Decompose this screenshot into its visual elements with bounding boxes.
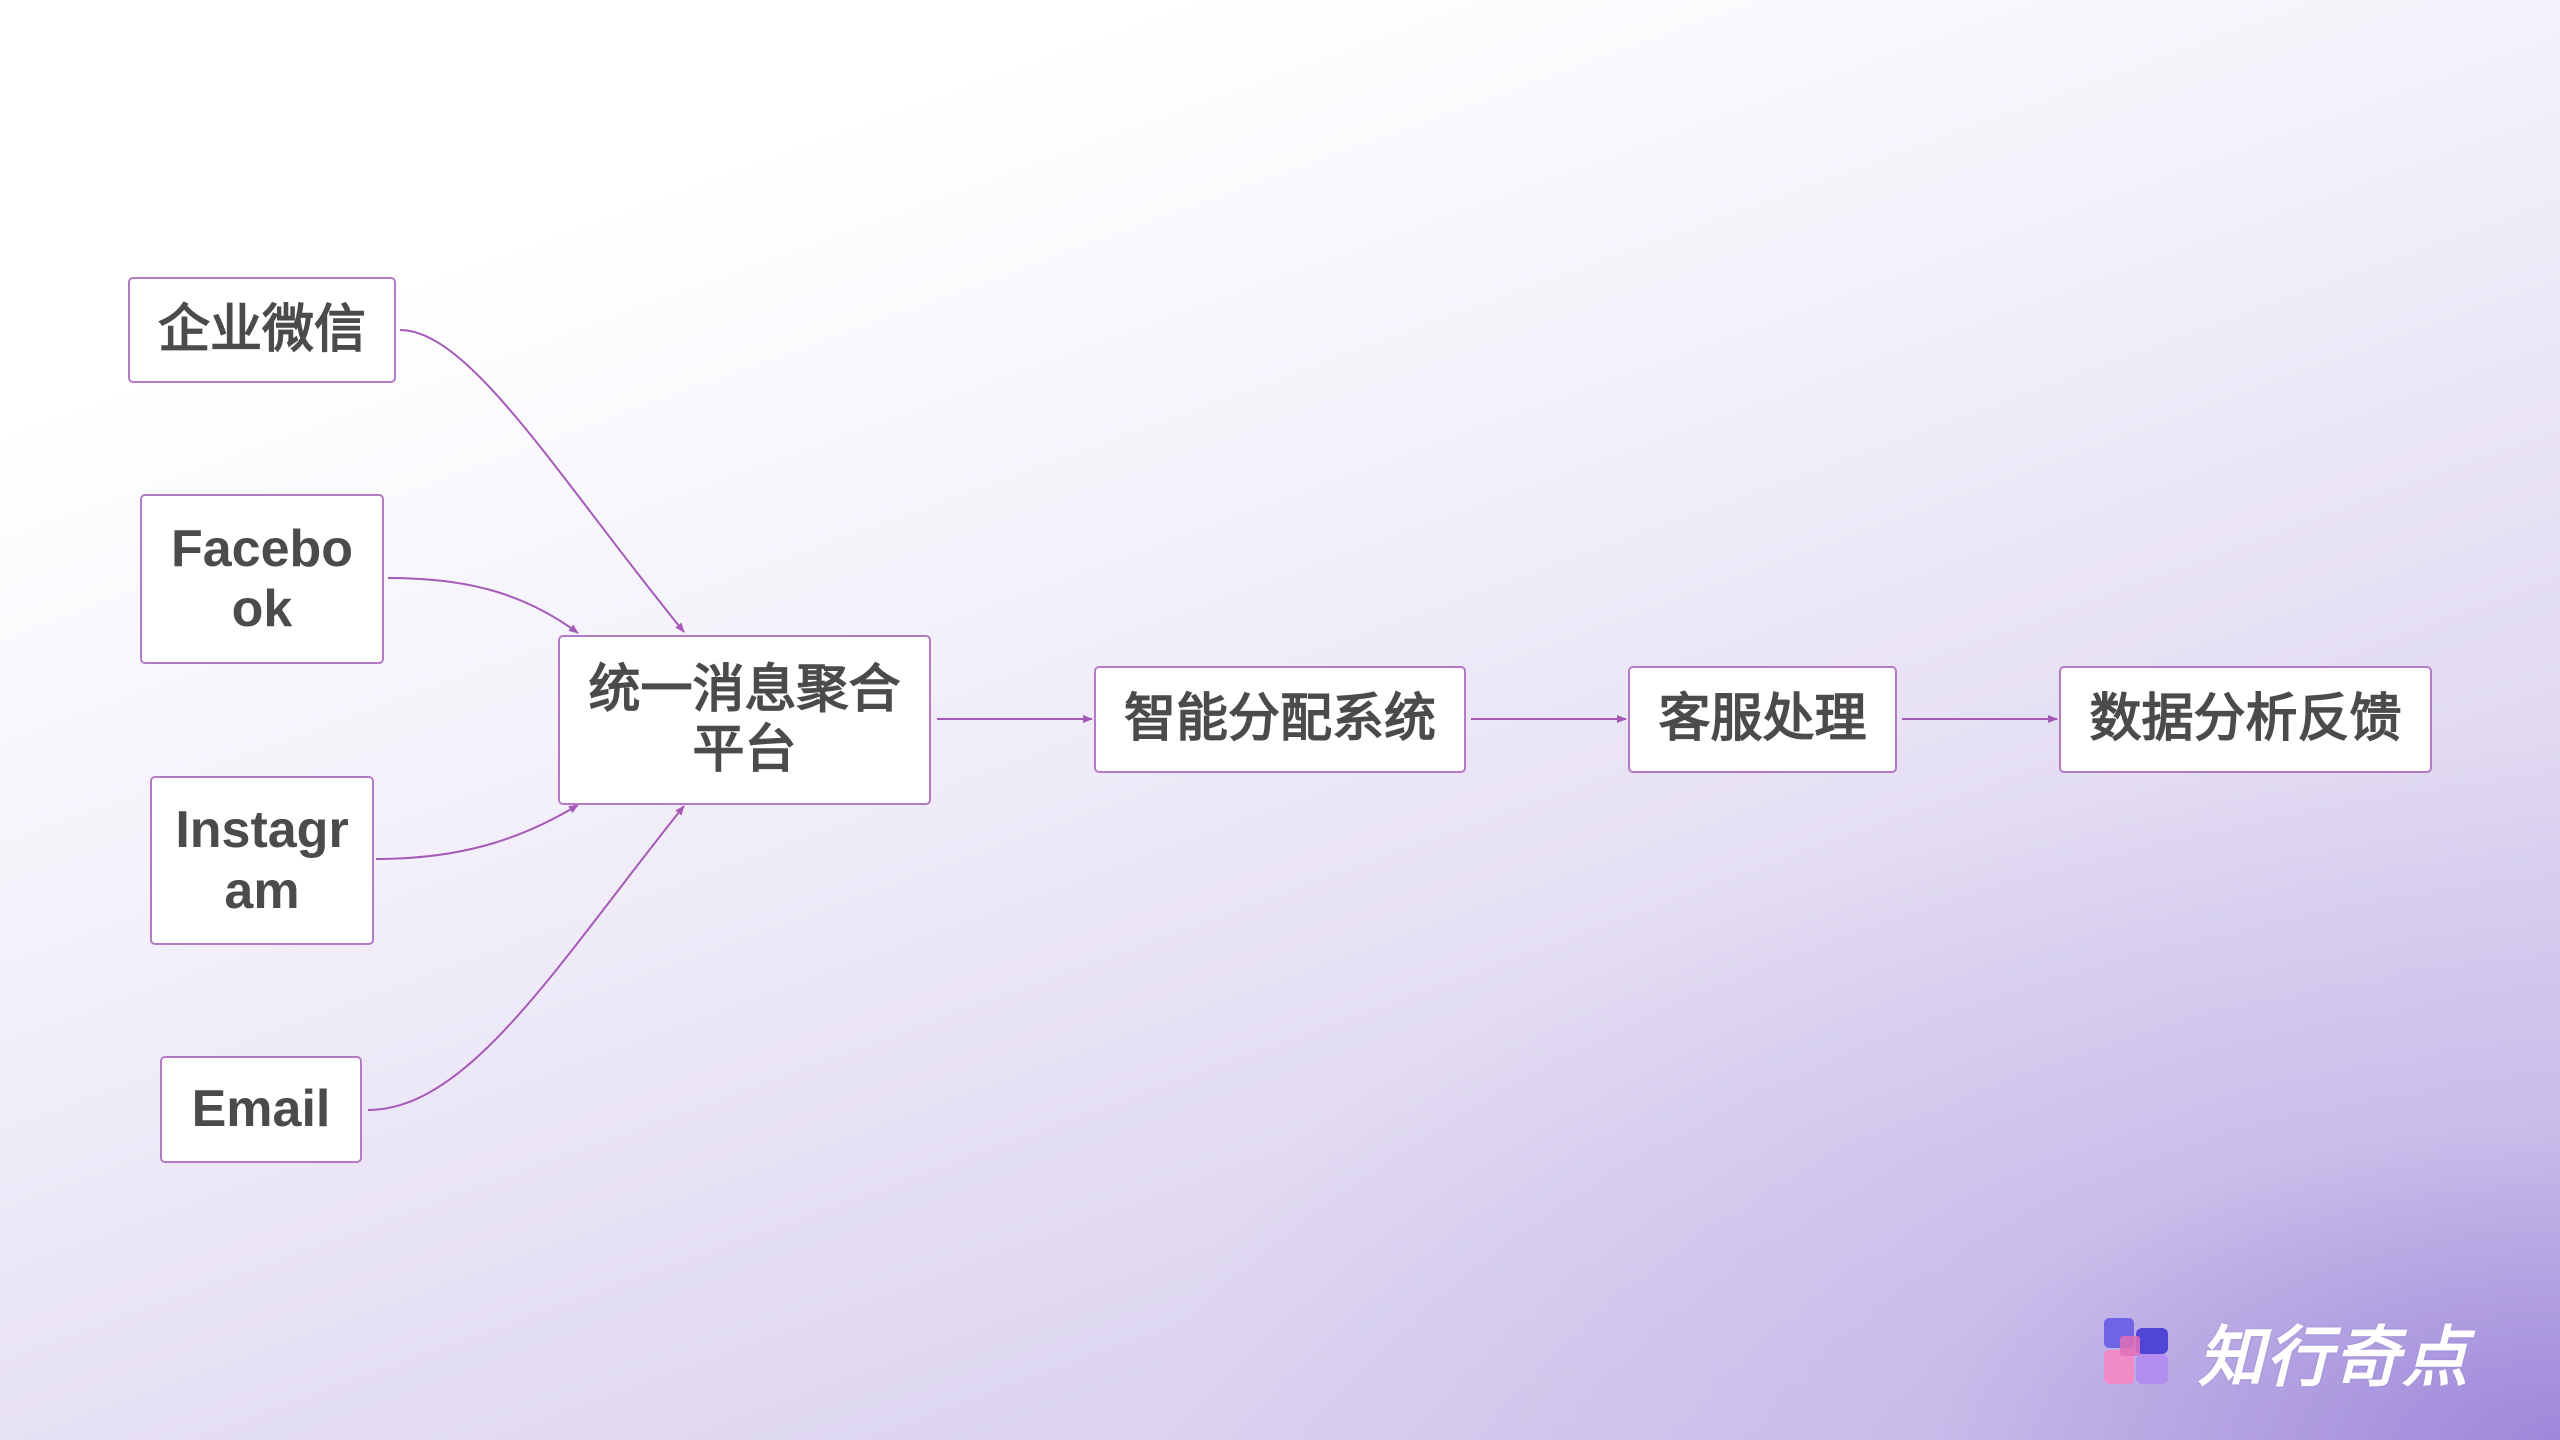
node-data-analytics: 数据分析反馈 [2059, 666, 2432, 773]
node-label-aggregation: 统一消息聚合平台 [588, 660, 901, 779]
source-label-instagram: Instagram [175, 801, 349, 920]
node-label-analytics: 数据分析反馈 [2089, 690, 2402, 749]
node-label-service: 客服处理 [1658, 690, 1867, 749]
edge-facebook-to-aggregation [387, 577, 579, 634]
brand-logo: 知行奇点 [2098, 1312, 2470, 1396]
brand-blocks-icon [2104, 1318, 2168, 1384]
source-node-facebook: Facebook [140, 494, 384, 664]
source-node-instagram: Instagram [150, 776, 374, 945]
node-dispatch-system: 智能分配系统 [1094, 666, 1466, 773]
brand-name: 知行奇点 [2198, 1319, 2470, 1396]
edge-instagram-to-aggregation [375, 804, 579, 860]
node-label-dispatch: 智能分配系统 [1123, 690, 1436, 749]
source-node-wecom: 企业微信 [128, 277, 396, 383]
source-label-wecom: 企业微信 [157, 300, 366, 359]
edge-email-to-aggregation [367, 805, 685, 1111]
source-label-facebook: Facebook [170, 519, 354, 638]
source-node-email: Email [160, 1056, 362, 1163]
node-aggregation-platform: 统一消息聚合平台 [558, 635, 931, 805]
source-label-email: Email [191, 1080, 331, 1139]
node-customer-service: 客服处理 [1628, 666, 1897, 773]
edge-wecom-to-aggregation [399, 329, 685, 633]
